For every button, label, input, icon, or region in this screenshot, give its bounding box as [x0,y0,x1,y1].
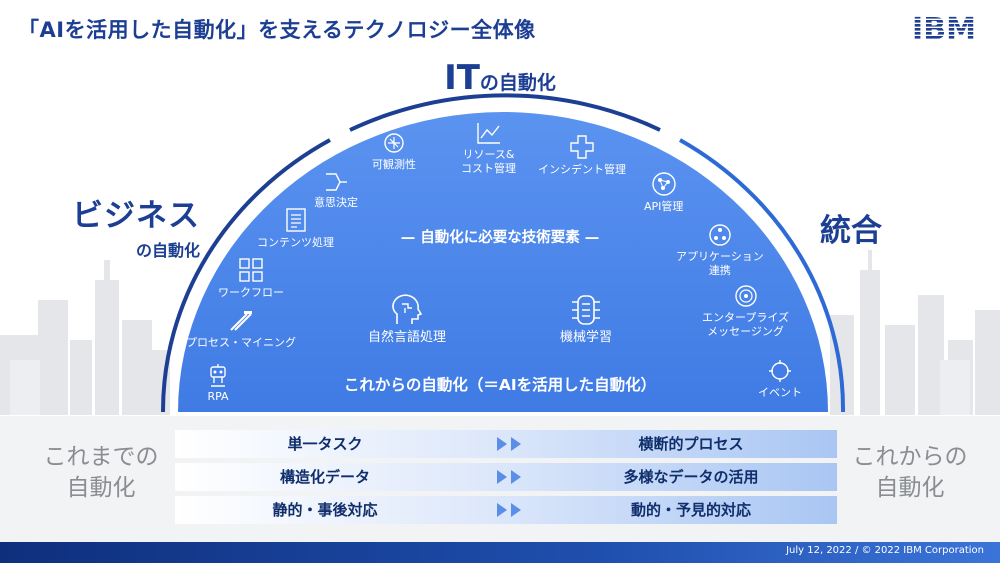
brain-head-icon [392,294,423,324]
business-automation-heading: ビジネス の自動化 [50,190,200,261]
event-label: イベント [758,386,802,399]
app-link-icon [709,224,731,246]
row-from-label: 構造化データ [279,468,370,486]
robot-icon [210,364,226,387]
incident-label: インシデント管理 [538,163,626,176]
workflow-icon [239,258,263,282]
api-label: API管理 [644,200,684,213]
nlp-label: 自然言語処理 [368,330,447,345]
workflow-label: ワークフロー [218,286,284,299]
business-heading-big: ビジネス [72,198,200,234]
resource-cost-item: リソース& コスト管理 [461,120,516,176]
rpa-label: RPA [207,390,229,403]
slide-title: 「AIを活用した自動化」を支えるテクノロジー全体像 [18,18,536,42]
content-label: コンテンツ処理 [257,236,334,249]
enterprise-messaging-item: エンタープライズ メッセージング [702,283,789,339]
observability-icon [384,133,404,153]
ibm-logo: IBM [912,12,976,44]
row-from-label: 静的・事後対応 [272,501,378,519]
decision-icon [326,173,347,191]
it-heading-small: の自動化 [479,72,556,94]
row-to-label: 多様なデータの活用 [623,468,759,486]
target-icon [734,285,757,307]
process-mining-label: プロセス・マイニング [186,336,296,349]
app-integration-label: アプリケーション 連携 [676,250,764,277]
ml-icon [572,295,600,325]
chart-icon [476,123,500,144]
observability-item: 可観測性 [372,130,416,172]
api-item: API管理 [644,170,683,214]
ml-label: 機械学習 [560,330,613,345]
future-automation-label: これからの自動化（＝AIを活用した自動化） [343,376,657,394]
comparison-row: 単一タスク 横断的プロセス [175,430,837,458]
event-item: イベント [758,358,802,400]
observability-label: 可観測性 [372,158,416,171]
footer-text: July 12, 2022 / © 2022 IBM Corporation [786,545,984,556]
ml-item: 機械学習 [560,292,612,346]
decision-item: 意思決定 [314,170,358,210]
row-to-label: 横断的プロセス [638,435,744,453]
app-integration-item: アプリケーション 連携 [676,222,764,278]
event-icon [769,360,791,382]
mining-tools-icon [230,311,252,331]
incident-item: インシデント管理 [538,133,626,177]
row-from-label: 単一タスク [287,435,363,453]
it-heading-big: IT [444,58,480,98]
future-automation-side-label: これからの 自動化 [852,444,968,502]
past-automation-label: これまでの 自動化 [43,444,159,502]
row-to-label: 動的・予見的対応 [630,501,751,519]
tech-elements-label: — 自動化に必要な技術要素 — [400,230,600,246]
comparison-row: 静的・事後対応 動的・予見的対応 [175,496,837,524]
double-arrow-icon [497,437,521,451]
workflow-item: ワークフロー [218,256,284,300]
double-arrow-icon [497,470,521,484]
resource-cost-label: リソース& コスト管理 [461,148,516,175]
rpa-item: RPA [206,362,230,404]
incident-icon [570,135,594,159]
comparison-row: 構造化データ 多様なデータの活用 [175,463,837,491]
business-heading-small: の自動化 [135,241,200,260]
nlp-item: 自然言語処理 [368,292,446,346]
decision-label: 意思決定 [314,196,358,209]
document-icon [285,208,306,232]
enterprise-messaging-label: エンタープライズ メッセージング [702,311,790,338]
city-skyline [0,250,1000,415]
it-automation-heading: ITの自動化 [0,58,1000,98]
api-network-icon [652,172,676,196]
content-item: コンテンツ処理 [257,206,334,250]
svg-text:IBM: IBM [912,12,976,44]
double-arrow-icon [497,503,521,517]
integration-heading: 統合 [820,213,882,249]
process-mining-item: プロセス・マイニング [186,308,296,350]
footer-bar [0,542,1000,563]
